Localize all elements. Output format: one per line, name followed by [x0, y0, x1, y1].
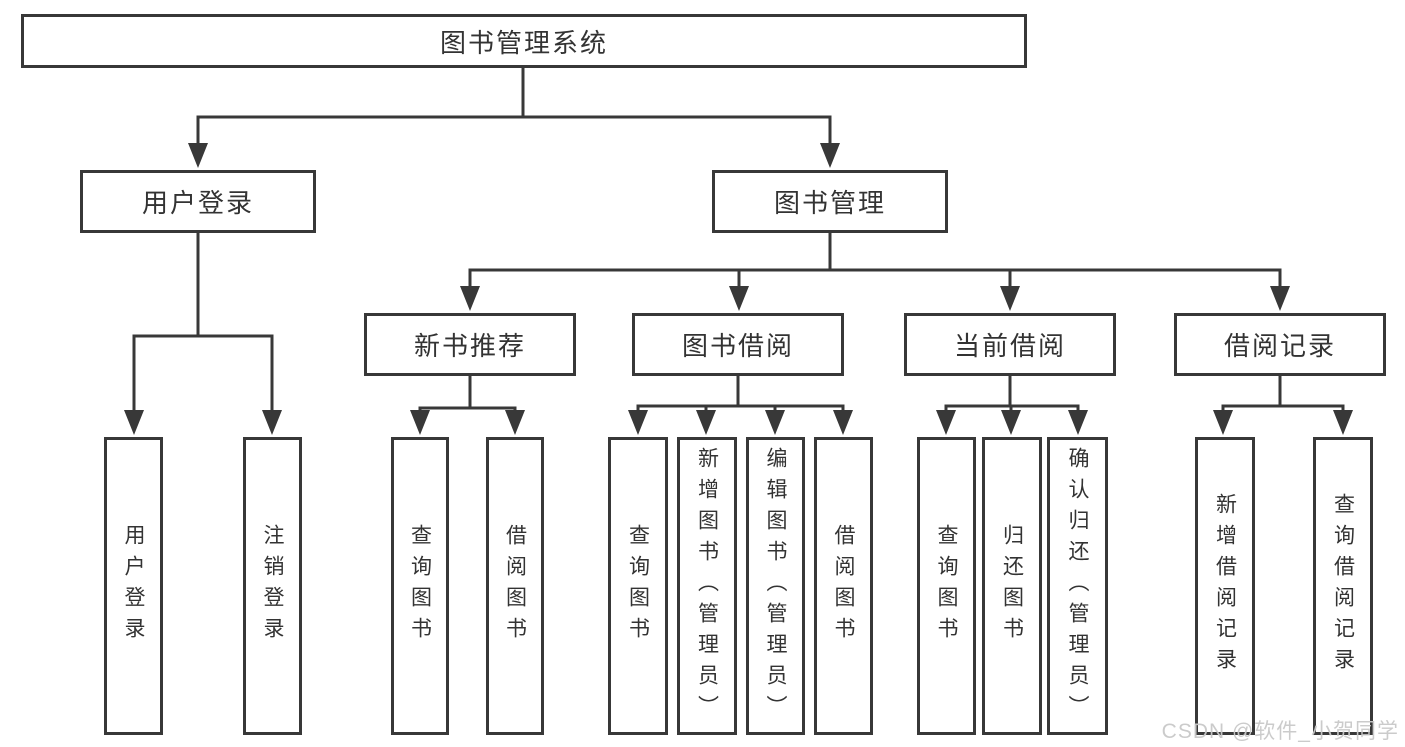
leaf-query-books-borrow: 查询图书 [608, 437, 668, 735]
leaf-borrow-books: 借阅图书 [814, 437, 873, 735]
node-book-management: 图书管理 [712, 170, 948, 233]
leaf-edit-books-admin: 编辑图书（管理员） [746, 437, 805, 735]
node-label: 新增借阅记录 [1213, 493, 1237, 679]
node-label: 归还图书 [1000, 524, 1024, 648]
leaf-add-borrow-record: 新增借阅记录 [1195, 437, 1255, 735]
node-label: 新增图书（管理员） [695, 446, 719, 726]
node-label: 注销登录 [261, 524, 284, 648]
leaf-query-books-current: 查询图书 [917, 437, 976, 735]
node-borrow-records: 借阅记录 [1174, 313, 1386, 376]
node-library-management-system: 图书管理系统 [21, 14, 1027, 68]
watermark: CSDN @软件_小贺同学 [1161, 720, 1399, 743]
node-label: 借阅图书 [832, 524, 855, 648]
node-label: 图书管理 [773, 188, 886, 218]
leaf-borrow-books-recommend: 借阅图书 [486, 437, 544, 735]
leaf-query-borrow-record: 查询借阅记录 [1313, 437, 1373, 735]
leaf-add-books-admin: 新增图书（管理员） [677, 437, 737, 735]
node-book-borrow: 图书借阅 [632, 313, 844, 376]
node-user-login: 用户登录 [80, 170, 316, 233]
node-label: 借阅记录 [1223, 331, 1336, 361]
node-label: 图书管理系统 [439, 27, 608, 58]
node-new-book-recommend: 新书推荐 [364, 313, 576, 376]
leaf-user-login: 用户登录 [104, 437, 163, 735]
leaf-logout: 注销登录 [243, 437, 302, 735]
leaf-confirm-return-admin: 确认归还（管理员） [1047, 437, 1108, 735]
node-label: 编辑图书（管理员） [764, 446, 787, 726]
leaf-query-books-recommend: 查询图书 [391, 437, 449, 735]
leaf-return-books: 归还图书 [982, 437, 1042, 735]
node-label: 用户登录 [122, 524, 145, 648]
node-label: 当前借阅 [953, 331, 1066, 361]
node-label: 用户登录 [141, 188, 254, 218]
node-label: 查询借阅记录 [1331, 493, 1355, 679]
node-label: 图书借阅 [681, 331, 794, 361]
node-current-borrow: 当前借阅 [904, 313, 1116, 376]
node-label: 查询图书 [935, 524, 958, 648]
arrowheads [124, 143, 1353, 435]
node-label: 借阅图书 [503, 524, 527, 648]
node-label: 查询图书 [626, 524, 650, 648]
node-label: 新书推荐 [413, 331, 526, 361]
node-label: 确认归还（管理员） [1066, 446, 1089, 726]
node-label: 查询图书 [408, 524, 432, 648]
